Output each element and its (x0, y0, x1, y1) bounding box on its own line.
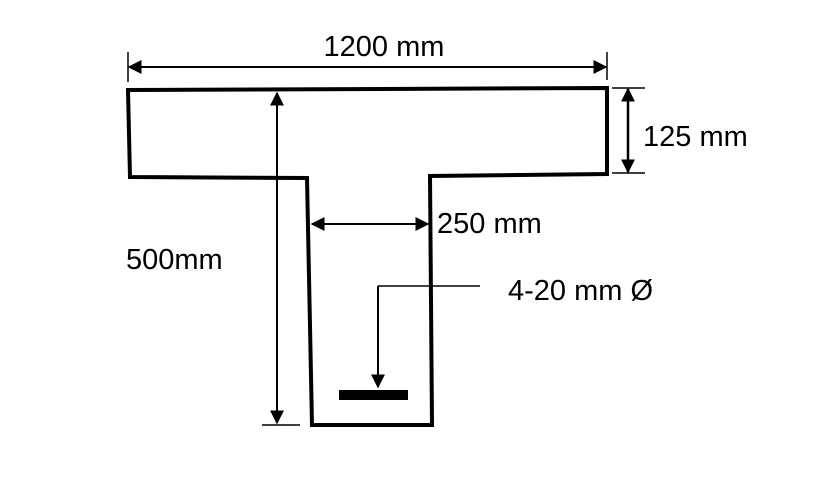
rebar (339, 390, 408, 400)
t-beam-outline (125, 85, 609, 427)
width-label: 1200 mm (324, 31, 445, 63)
flange-thickness-label: 125 mm (643, 121, 748, 153)
rebar-label: 4-20 mm Ø (508, 275, 653, 307)
depth-label: 500mm (126, 244, 223, 276)
web-width-label: 250 mm (437, 208, 542, 240)
